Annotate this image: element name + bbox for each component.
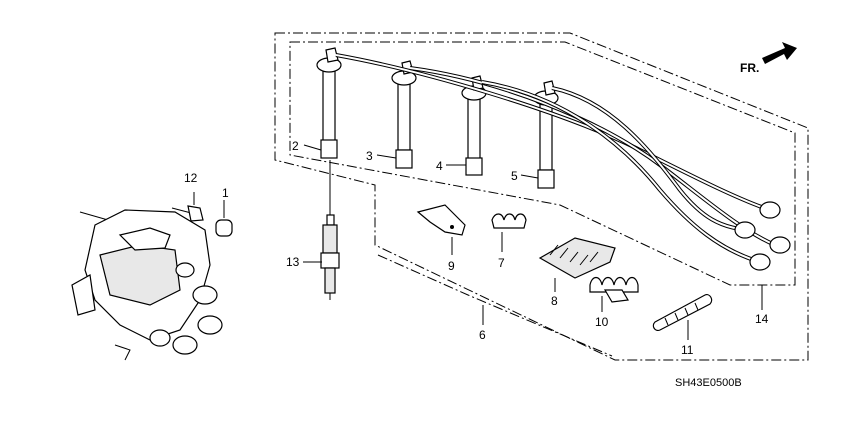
front-direction-indicator: FR. [740,42,797,75]
leader-lines [303,144,763,340]
callout-10: 10 [595,315,609,329]
callout-6: 6 [479,328,486,342]
callout-1: 1 [222,186,229,200]
callout-11: 11 [681,343,694,357]
diagram-code: SH43E0500B [675,377,742,389]
spark-plug-part-13 [320,160,340,300]
plug-boot-part-2 [316,47,342,159]
plug-boot-part-3 [391,60,417,169]
ignition-wire-set-part-14 [335,53,791,271]
callout-3: 3 [366,149,373,163]
callout-5: 5 [511,169,518,183]
holder-group-boundary [377,254,613,357]
callout-9: 9 [448,259,455,273]
callout-13: 13 [286,255,300,269]
wire-holder-part-10 [589,276,639,303]
front-label: FR. [740,61,759,75]
front-arrow-icon [762,42,797,64]
callout-8: 8 [551,294,558,308]
wire-clip-part-7 [491,213,527,229]
distributor-assembly [71,209,223,361]
callout-14: 14 [755,312,769,326]
cap-part-1 [215,200,233,237]
wire-set-boundary-outer [274,32,809,361]
callout-12: 12 [184,171,198,185]
wire-holder-part-8 [538,237,616,279]
callout-2: 2 [292,139,299,153]
wire-clamp-part-9 [416,204,466,236]
callout-7: 7 [498,256,505,270]
callout-4: 4 [436,159,443,173]
bolt-part-12 [171,192,204,222]
wire-clip-part-11 [652,294,713,331]
